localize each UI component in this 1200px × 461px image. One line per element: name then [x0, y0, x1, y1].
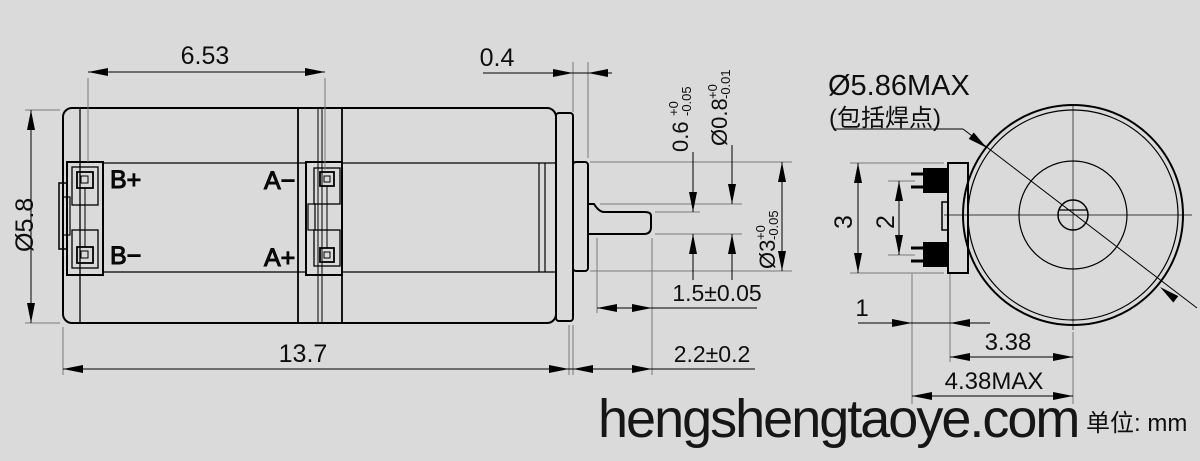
dim-terminal-block-height: 3 [830, 215, 858, 229]
svg-text:2: 2 [872, 215, 900, 229]
side-view: B+ B− A− A+ [58, 107, 652, 324]
svg-text:-0.05: -0.05 [679, 86, 694, 116]
dim-body-length: 13.7 [279, 340, 328, 368]
end-terminal-housing [911, 162, 969, 274]
terminal-label-b-minus: B− [110, 242, 141, 270]
solder-pad-bottom [923, 242, 948, 267]
outer-rim-circle [962, 104, 1184, 326]
dim-shaft-diameter: Ø0.8 +0 -0.01 [705, 69, 733, 146]
svg-text:0.6: 0.6 [668, 121, 693, 152]
middle-band [297, 109, 343, 322]
svg-text:-0.05: -0.05 [766, 210, 781, 240]
svg-text:-0.01: -0.01 [718, 69, 733, 99]
dim-flat-height: 0.6 +0 -0.05 [666, 86, 694, 152]
dim-max-diameter: Ø5.86MAX [828, 70, 970, 102]
dim-boss-diameter: Ø3 +0 -0.05 [753, 210, 781, 269]
terminal-label-a-plus: A+ [264, 244, 295, 272]
motor-body-outline [62, 107, 557, 324]
dim-boss-length: 0.4 [480, 44, 515, 72]
end-view [833, 104, 1198, 330]
unit-label: 单位: mm [1086, 410, 1187, 437]
svg-text:Ø5.8: Ø5.8 [11, 198, 39, 252]
svg-text:Ø0.8: Ø0.8 [707, 98, 732, 146]
terminal-label-a-minus: A− [264, 167, 295, 195]
left-terminal-block [58, 161, 104, 276]
dim-terminal-to-center: 3.38 [985, 329, 1032, 356]
terminal-pins [911, 172, 923, 263]
gearbox-circle [1018, 160, 1128, 270]
middle-terminal-block [305, 161, 343, 276]
output-shaft [588, 203, 652, 235]
svg-text:+0: +0 [666, 101, 681, 116]
svg-text:+0: +0 [705, 84, 720, 99]
dim-pin-length: 1 [855, 295, 868, 322]
svg-text:Ø3: Ø3 [755, 240, 780, 269]
svg-text:+0: +0 [753, 225, 768, 240]
dim-flat-length: 1.5±0.05 [672, 280, 761, 306]
dim-body-diameter: Ø5.8 [11, 198, 39, 252]
dim-max-diameter-note: (包括焊点) [829, 105, 941, 132]
dim-overall-width: 4.38MAX [945, 368, 1044, 395]
shaft-circle [1057, 199, 1089, 231]
svg-text:3: 3 [830, 215, 858, 229]
side-view-dimensions: 6.53 0.4 13.7 1.5±0.05 2.2±0.2 Ø5.8 0.6 … [11, 42, 792, 375]
end-flange [555, 112, 574, 322]
end-view-dimensions: Ø5.86MAX (包括焊点) 3 2 1 3.38 4.38MAX [828, 70, 1074, 404]
output-boss [572, 161, 589, 272]
dim-shaft-length: 2.2±0.2 [674, 341, 751, 367]
dim-coil-span: 6.53 [181, 42, 230, 70]
solder-pad-top [923, 168, 948, 193]
terminal-label-b-plus: B+ [110, 166, 141, 194]
dim-pad-pitch: 2 [872, 215, 900, 229]
watermark-text: hengshengtaoye.com [598, 389, 1078, 449]
